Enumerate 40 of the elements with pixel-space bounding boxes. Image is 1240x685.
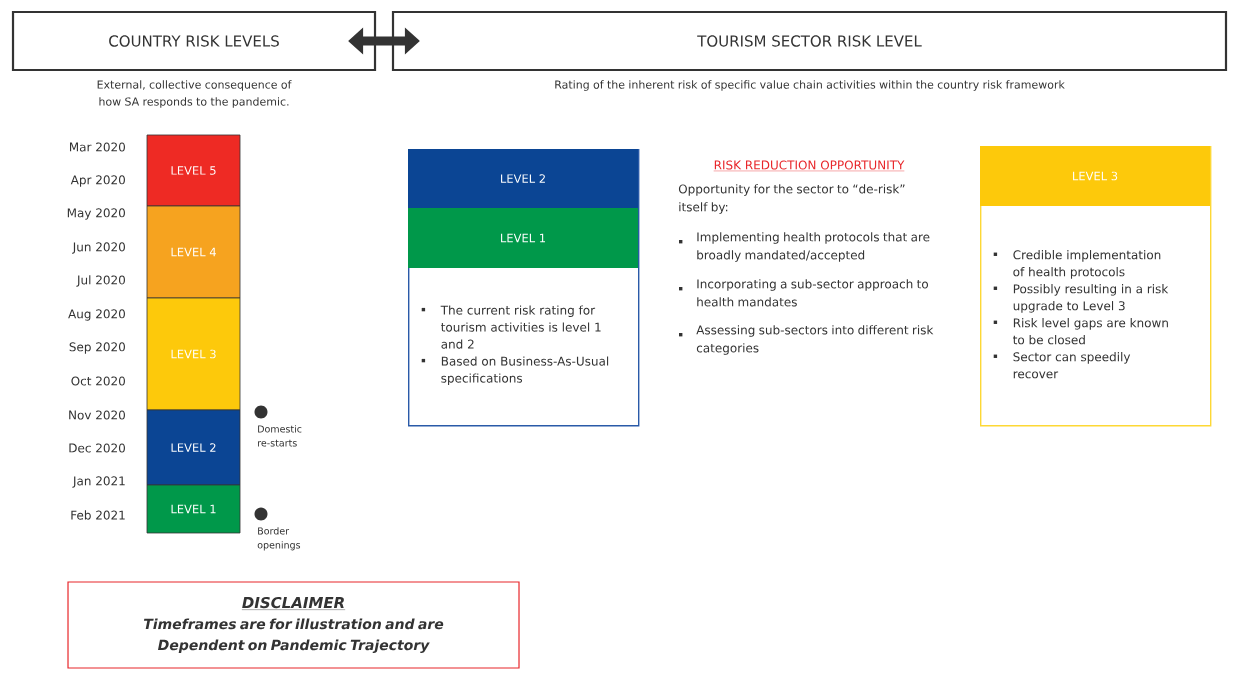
month-label: Aug 2020 — [68, 309, 125, 321]
level-band: LEVEL 2 — [146, 409, 241, 486]
month-label: Oct 2020 — [71, 376, 125, 386]
milestone-text: Border openings — [257, 527, 301, 551]
level-band: LEVEL 3 — [980, 146, 1210, 206]
month-label: Jun 2020 — [72, 242, 125, 254]
level-band: LEVEL 4 — [146, 205, 241, 299]
level-band: LEVEL 3 — [146, 297, 241, 411]
disclaimer-box — [67, 581, 520, 669]
intro-text: Opportunity for the sector to “de-risk” itself by: — [678, 184, 905, 214]
milestone-text: Domestic re-starts — [258, 425, 302, 447]
level-band: LEVEL 2 — [408, 149, 638, 208]
month-label: Jan 2021 — [72, 476, 125, 488]
bullet-item: Possibly resulting in a risk upgrade to Level 3 — [1013, 284, 1169, 313]
month-label: May 2020 — [67, 208, 125, 220]
bullet-item: The current risk rating for tourism activities is level 1 and 2 — [440, 305, 601, 349]
month-label: Nov 2020 — [69, 410, 125, 420]
month-label: Feb 2021 — [71, 510, 125, 520]
disclaimer-text: Timeframes are for illustration and are Dependent on Pandemic Trajectory — [143, 618, 444, 654]
bullet-item: Incorporating a sub-sector approach to health mandates — [697, 279, 928, 307]
section-heading: RISK REDUCTION OPPORTUNITY — [713, 160, 905, 172]
bullet-item: Sector can speedily recover — [1013, 352, 1131, 379]
level-band: LEVEL 1 — [408, 208, 638, 268]
month-label: Apr 2020 — [70, 175, 125, 187]
disclaimer-heading: DISCLAIMER — [241, 596, 346, 610]
month-label: Mar 2020 — [70, 142, 125, 152]
header-box: COUNTRY RISK LEVELS — [11, 10, 377, 72]
month-label: Jul 2020 — [76, 275, 125, 287]
bullet-item: Credible implementation of health protocols — [1013, 250, 1161, 279]
month-label: Dec 2020 — [69, 443, 125, 453]
bullet-item: Based on Business-As-Usual specifications — [441, 356, 609, 385]
month-label: Sep 2020 — [69, 342, 125, 354]
level-band: LEVEL 5 — [146, 134, 241, 207]
description-text: Rating of the inherent risk of specific value chain activities within the country risk framework — [555, 80, 1065, 91]
description-text: External, collective consequence of how SA responds to the pandemic. — [97, 80, 292, 108]
bullet-item: Implementing health protocols that are broadly mandated/accepted — [697, 232, 930, 262]
bullet-item: Assessing sub-sectors into different risk categories — [696, 325, 934, 355]
level-band: LEVEL 1 — [146, 484, 241, 534]
header-box: TOURISM SECTOR RISK LEVEL — [391, 10, 1228, 72]
bullet-item: Risk level gaps are known to be closed — [1013, 318, 1168, 345]
